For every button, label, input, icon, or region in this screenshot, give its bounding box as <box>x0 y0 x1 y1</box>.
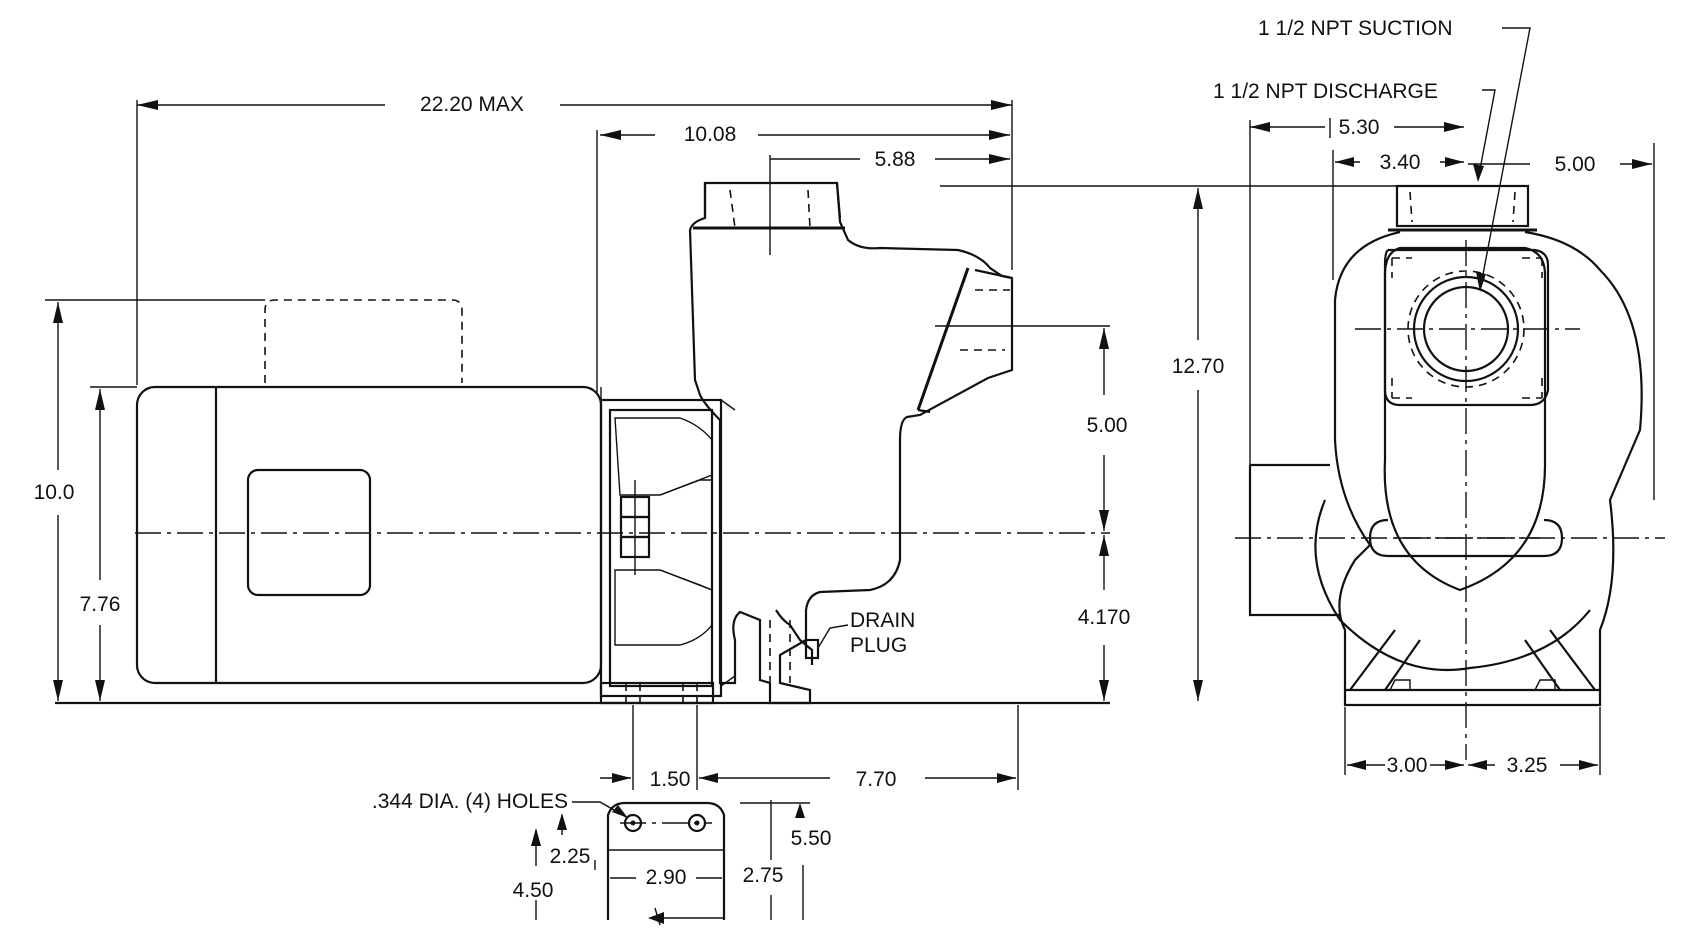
dim-foot-half: 2.75 <box>743 864 784 887</box>
dim-end-width-left: 5.30 <box>1339 116 1380 139</box>
dim-hole-spacing-x: 2.90 <box>646 866 687 889</box>
label-suction: 1 1/2 NPT SUCTION <box>1258 17 1453 40</box>
dim-pump-length: 10.08 <box>684 123 737 146</box>
label-holes: .344 DIA. (4) HOLES <box>372 790 568 813</box>
dim-suction-offset: 5.88 <box>875 148 916 171</box>
drain-plug-callout: DRAIN PLUG <box>817 609 915 657</box>
side-view-dimensions: 22.20 MAX 10.08 5.88 10.0 7.76 <box>34 93 1400 791</box>
foot-detail: .344 DIA. (4) HOLES 4.50 2.25 2.90 2.75 … <box>372 790 832 926</box>
label-drain-line1: DRAIN <box>850 609 915 632</box>
end-view-dimensions: 5.30 3.40 5.00 3.00 3.25 <box>1249 116 1655 777</box>
dim-discharge-above-shaft: 5.00 <box>1087 414 1128 437</box>
dim-shaft-height: 7.76 <box>80 593 121 616</box>
dim-end-to-suction: 3.40 <box>1380 151 1421 174</box>
label-discharge: 1 1/2 NPT DISCHARGE <box>1213 80 1438 103</box>
dim-foot-height: 5.50 <box>791 827 832 850</box>
dim-end-width-right: 5.00 <box>1555 153 1596 176</box>
dim-hole-offset-y: 2.25 <box>550 845 591 868</box>
dim-base-left: 3.00 <box>1387 754 1428 777</box>
pump-casing-side-view <box>688 181 1014 705</box>
label-drain-line2: PLUG <box>850 634 907 657</box>
dim-shaft-above-base: 4.170 <box>1078 606 1131 629</box>
end-view <box>1248 184 1643 707</box>
dim-overall-height: 12.70 <box>1172 355 1225 378</box>
port-callouts: 1 1/2 NPT SUCTION 1 1/2 NPT DISCHARGE <box>1213 17 1531 292</box>
dim-foot-to-discharge: 7.70 <box>856 768 897 791</box>
adapter-side-view <box>599 398 736 705</box>
motor-side-view <box>135 299 603 685</box>
dim-overall-length: 22.20 MAX <box>420 93 524 116</box>
dim-motor-height: 10.0 <box>34 481 75 504</box>
dim-foot-spacing: 1.50 <box>650 768 691 791</box>
dim-foot-depth: 4.50 <box>513 879 554 902</box>
dim-base-right: 3.25 <box>1507 754 1548 777</box>
